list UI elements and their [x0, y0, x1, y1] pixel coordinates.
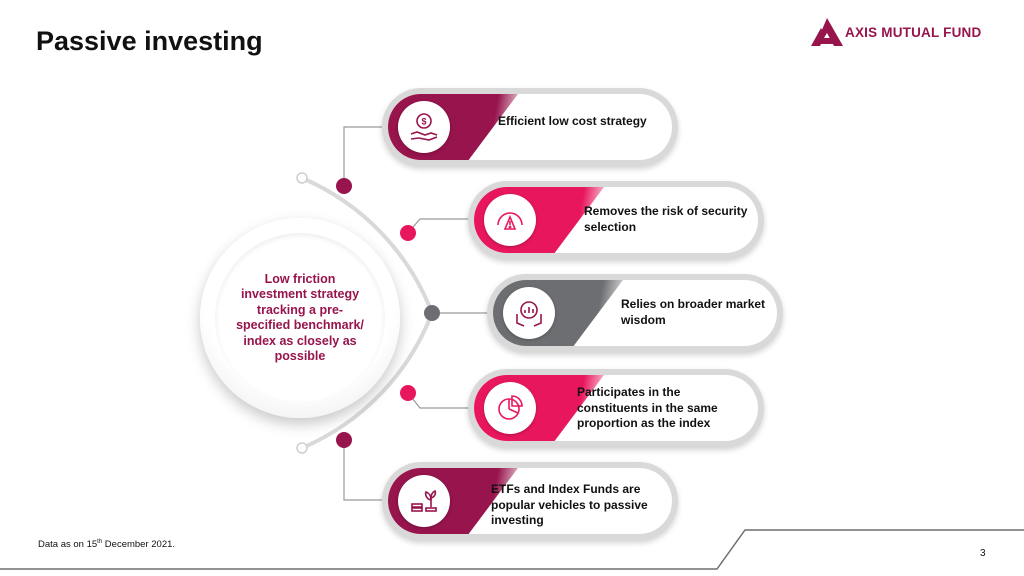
connector-dot-4 [400, 385, 416, 401]
item-etfs-index-funds: ETFs and Index Funds are popular vehicle… [382, 462, 678, 540]
item-3-text: Relies on broader market wisdom [621, 297, 766, 327]
connector-dot-3 [424, 305, 440, 321]
money-hand-icon: $ [398, 101, 450, 153]
item-4-text: Participates in the constituents in the … [577, 385, 718, 430]
item-2-text: Removes the risk of security selection [584, 204, 748, 234]
item-1-text: Efficient low cost strategy [498, 114, 647, 128]
page-title: Passive investing [36, 26, 263, 56]
connector-dot-1 [336, 178, 352, 194]
page-number: 3 [980, 548, 986, 559]
item-5-text: ETFs and Index Funds are popular vehicle… [491, 482, 648, 527]
item-efficient-low-cost: $ Efficient low cost strategy [382, 88, 678, 166]
svg-text:$: $ [421, 117, 426, 127]
axis-logo-icon [811, 18, 843, 46]
analysis-hands-icon [503, 287, 555, 339]
risk-gauge-icon [484, 194, 536, 246]
connector-dot-5 [336, 432, 352, 448]
connector-dot-2 [400, 225, 416, 241]
item-removes-risk: Removes the risk of security selection [468, 181, 764, 259]
center-circle: Low friction investment strategy trackin… [200, 218, 400, 418]
pie-chart-icon [484, 382, 536, 434]
logo-text: AXIS MUTUAL FUND [845, 24, 982, 40]
center-text: Low friction investment strategy trackin… [236, 271, 364, 364]
data-date-footnote: Data as on 15th December 2021. [38, 539, 176, 551]
company-logo: AXIS MUTUAL FUND [810, 16, 981, 48]
item-participates-constituents: Participates in the constituents in the … [468, 369, 764, 447]
coins-plant-icon [398, 475, 450, 527]
item-market-wisdom: Relies on broader market wisdom [487, 274, 783, 352]
